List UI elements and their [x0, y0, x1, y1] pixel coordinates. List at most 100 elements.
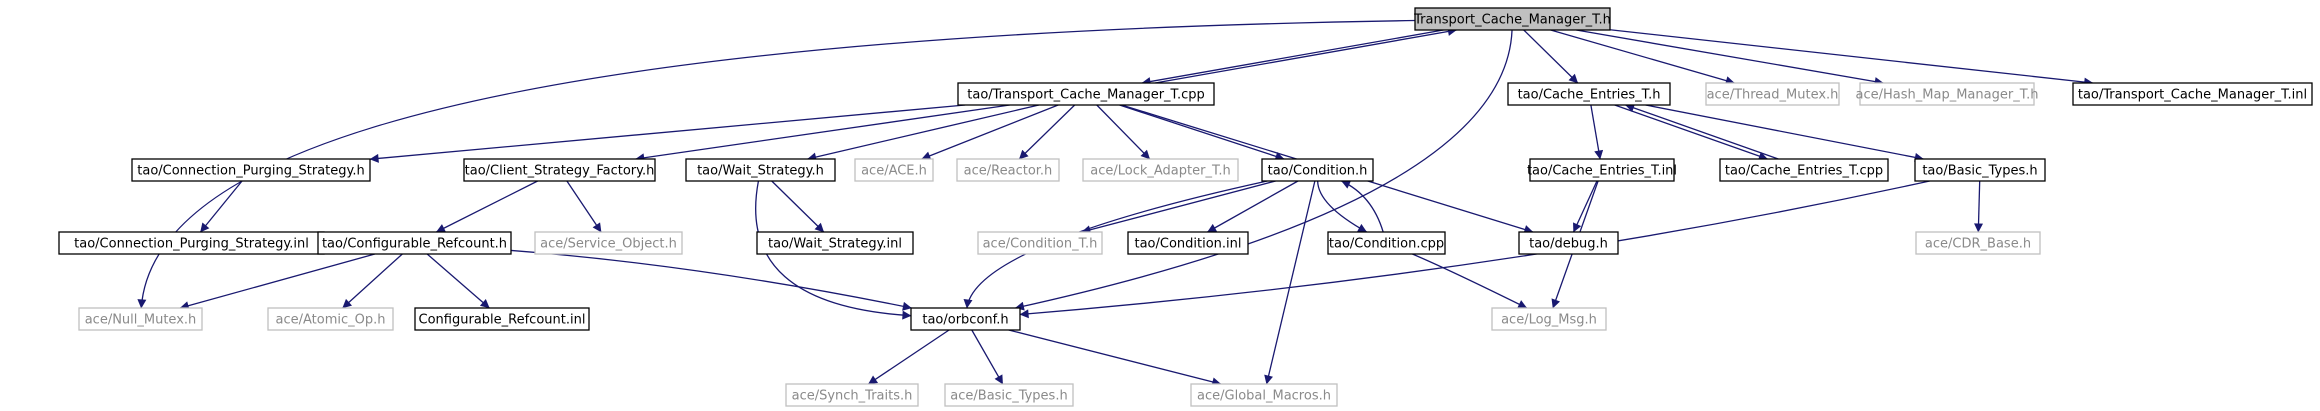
- node-label: ace/Hash_Map_Manager_T.h: [1856, 88, 2039, 103]
- edge-condition_h-to-condition_t: [1081, 180, 1276, 235]
- node-box: [1507, 82, 1671, 106]
- node-label: tao/Cache_Entries_T.inl: [1527, 164, 1677, 179]
- edge-cache_entries_h-to-basic_types_tao: [1645, 104, 1924, 162]
- node-box: [1914, 158, 2046, 182]
- node-orbconf[interactable]: tao/orbconf.h: [910, 307, 1021, 331]
- node-cache_entries_inl[interactable]: tao/Cache_Entries_T.inl: [1527, 158, 1677, 182]
- node-label: ace/Thread_Mutex.h: [1707, 88, 1839, 103]
- node-condition_inl[interactable]: tao/Condition.inl: [1127, 231, 1249, 255]
- node-box: [1518, 231, 1619, 255]
- node-box: [1082, 158, 1239, 182]
- node-cache_entries_h[interactable]: tao/Cache_Entries_T.h: [1507, 82, 1671, 106]
- node-box: [131, 158, 371, 182]
- node-basic_types_ace: ace/Basic_Types.h: [944, 383, 1074, 407]
- node-box: [1190, 383, 1338, 407]
- node-null_mutex: ace/Null_Mutex.h: [78, 307, 203, 331]
- edge-basic_types_tao-to-orbconf: [1019, 180, 1930, 319]
- edge-tcm_cpp-to-ace_reactor: [1018, 104, 1076, 160]
- node-box: [1719, 158, 1889, 182]
- node-configurable_refcount_inl[interactable]: Configurable_Refcount.inl: [414, 307, 590, 331]
- edge-orbconf-to-basic_types_ace: [971, 329, 1004, 385]
- node-configurable_refcount_h[interactable]: tao/Configurable_Refcount.h: [317, 231, 512, 255]
- node-thread_mutex: ace/Thread_Mutex.h: [1705, 82, 1840, 106]
- edge-tcm_cpp-to-client_strategy: [635, 104, 1010, 163]
- node-label: ace/Lock_Adapter_T.h: [1090, 164, 1230, 179]
- edge-tcm_cpp-to-lock_adapter: [1096, 104, 1151, 160]
- node-label: tao/Wait_Strategy.inl: [768, 237, 902, 252]
- node-label: ace/Atomic_Op.h: [276, 313, 386, 328]
- node-box: [267, 307, 394, 331]
- node-conn_purging_h[interactable]: tao/Connection_Purging_Strategy.h: [131, 158, 371, 182]
- node-label: tao/Connection_Purging_Strategy.inl: [74, 237, 309, 252]
- node-atomic_op: ace/Atomic_Op.h: [267, 307, 394, 331]
- node-global_macros: ace/Global_Macros.h: [1190, 383, 1338, 407]
- edge-condition_h-to-global_macros: [1264, 180, 1316, 385]
- node-log_msg: ace/Log_Msg.h: [1491, 307, 1607, 331]
- node-ace_ace: ace/ACE.h: [854, 158, 934, 182]
- edge-condition_cpp-to-condition_h: [1341, 180, 1384, 233]
- node-debug_h[interactable]: tao/debug.h: [1518, 231, 1619, 255]
- node-conn_purging_inl[interactable]: tao/Connection_Purging_Strategy.inl: [58, 231, 325, 255]
- node-label: tao/Transport_Cache_Manager_T.cpp: [967, 88, 1205, 103]
- node-label: ace/Condition_T.h: [983, 237, 1098, 252]
- node-label: tao/Condition.cpp: [1329, 237, 1444, 252]
- node-box: [756, 231, 914, 255]
- edge-condition_h-to-condition_inl: [1207, 180, 1299, 233]
- node-box: [1127, 231, 1249, 255]
- node-label: Configurable_Refcount.inl: [419, 313, 586, 328]
- node-box: [1915, 231, 2041, 255]
- edge-cache_entries_h-to-cache_entries_cpp: [1614, 104, 1768, 161]
- nodes-layer: Transport_Cache_Manager_T.h tao/Transport…: [58, 7, 2313, 407]
- edge-tcm_cpp-to-condition_h: [1119, 104, 1285, 161]
- node-client_strategy[interactable]: tao/Client_Strategy_Factory.h: [463, 158, 656, 182]
- node-tcm_inl[interactable]: tao/Transport_Cache_Manager_T.inl: [2072, 82, 2313, 106]
- edge-configurable_refcount_h-to-configurable_refcount_inl: [426, 253, 490, 309]
- node-label: ace/Null_Mutex.h: [85, 313, 197, 328]
- node-box: [854, 158, 934, 182]
- node-wait_strategy_h[interactable]: tao/Wait_Strategy.h: [685, 158, 836, 182]
- node-box: [1705, 82, 1840, 106]
- node-basic_types_tao[interactable]: tao/Basic_Types.h: [1914, 158, 2046, 182]
- edge-configurable_refcount_h-to-atomic_op: [342, 253, 403, 309]
- node-label: tao/debug.h: [1529, 237, 1608, 252]
- edge-root-to-hash_map: [1576, 29, 1884, 86]
- node-box: [414, 307, 590, 331]
- node-box: [1327, 231, 1446, 255]
- node-ace_reactor: ace/Reactor.h: [956, 158, 1060, 182]
- node-box: [317, 231, 512, 255]
- edge-tcm_cpp-to-ace_ace: [921, 104, 1059, 161]
- edge-cache_entries_h-to-cache_entries_inl: [1590, 104, 1604, 160]
- node-label: tao/Wait_Strategy.h: [697, 164, 824, 179]
- node-label: ace/Basic_Types.h: [950, 389, 1067, 404]
- node-wait_strategy_inl[interactable]: tao/Wait_Strategy.inl: [756, 231, 914, 255]
- node-condition_h[interactable]: tao/Condition.h: [1261, 158, 1374, 182]
- node-box: [78, 307, 203, 331]
- node-root: Transport_Cache_Manager_T.h: [1413, 7, 1611, 31]
- node-box: [1491, 307, 1607, 331]
- node-box: [463, 158, 656, 182]
- node-label: tao/Condition.inl: [1134, 237, 1241, 252]
- node-box: [1859, 82, 2035, 106]
- edge-configurable_refcount_h-to-orbconf: [510, 249, 912, 311]
- edge-wait_strategy_h-to-wait_strategy_inl: [771, 180, 825, 233]
- node-box: [1529, 158, 1675, 182]
- node-label: tao/orbconf.h: [922, 313, 1008, 328]
- node-label: Transport_Cache_Manager_T.h: [1413, 13, 1611, 28]
- node-label: tao/Cache_Entries_T.cpp: [1725, 164, 1883, 179]
- node-label: ace/Synch_Traits.h: [792, 389, 913, 404]
- node-box: [2072, 82, 2313, 106]
- edge-root-to-tcm_cpp: [1141, 29, 1444, 86]
- node-condition_cpp[interactable]: tao/Condition.cpp: [1327, 231, 1446, 255]
- edge-root-to-tcm_inl: [1609, 29, 2094, 87]
- edge-cache_entries_cpp-to-cache_entries_h: [1625, 103, 1779, 160]
- edge-basic_types_tao-to-cdr_base: [1974, 180, 1984, 233]
- node-box: [957, 82, 1215, 106]
- edge-condition_cpp-to-log_msg: [1412, 253, 1528, 309]
- node-box: [534, 231, 683, 255]
- edge-root-to-cache_entries_h: [1523, 29, 1579, 84]
- node-tcm_cpp[interactable]: tao/Transport_Cache_Manager_T.cpp: [957, 82, 1215, 106]
- node-cache_entries_cpp[interactable]: tao/Cache_Entries_T.cpp: [1719, 158, 1889, 182]
- node-box: [944, 383, 1074, 407]
- node-label: ace/ACE.h: [861, 164, 927, 179]
